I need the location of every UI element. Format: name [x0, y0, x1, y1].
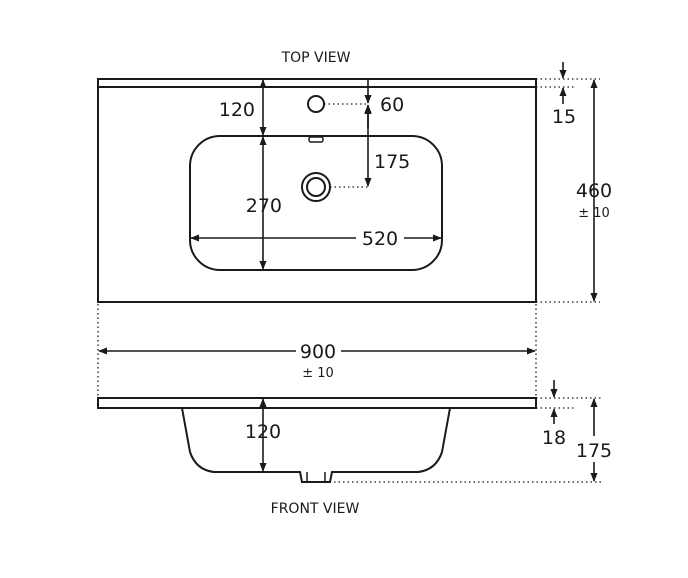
dim-label-basin-depth: 270	[246, 195, 282, 217]
front-view-title: FRONT VIEW	[271, 501, 360, 517]
tap-hole	[307, 95, 325, 113]
drain-inner	[306, 177, 326, 197]
dim-label-tap-offset: 60	[380, 94, 404, 116]
front-view-slab	[97, 397, 537, 409]
dim-label-tap-to-drain: 175	[374, 151, 410, 173]
overflow-slot	[308, 136, 324, 143]
front-view-bowl	[181, 407, 451, 483]
top-view-outline	[97, 78, 537, 303]
dim-label-overall-width: 900	[300, 341, 336, 363]
basin-outline	[189, 135, 443, 271]
dim-tolerance-overall-width: ± 10	[302, 366, 334, 381]
dim-tolerance-overall-depth: ± 10	[578, 206, 610, 221]
dim-label-overall-depth: 460	[576, 180, 612, 202]
dim-label-basin-width: 520	[362, 228, 398, 250]
dim-label-top-to-basin: 120	[219, 99, 255, 121]
dim-label-bowl-depth-front: 120	[245, 421, 281, 443]
dim-label-overall-height: 175	[576, 440, 612, 462]
top-view-title: TOP VIEW	[281, 50, 351, 66]
dim-label-rim-top: 15	[552, 106, 576, 128]
dim-label-rim-front: 18	[542, 427, 566, 449]
